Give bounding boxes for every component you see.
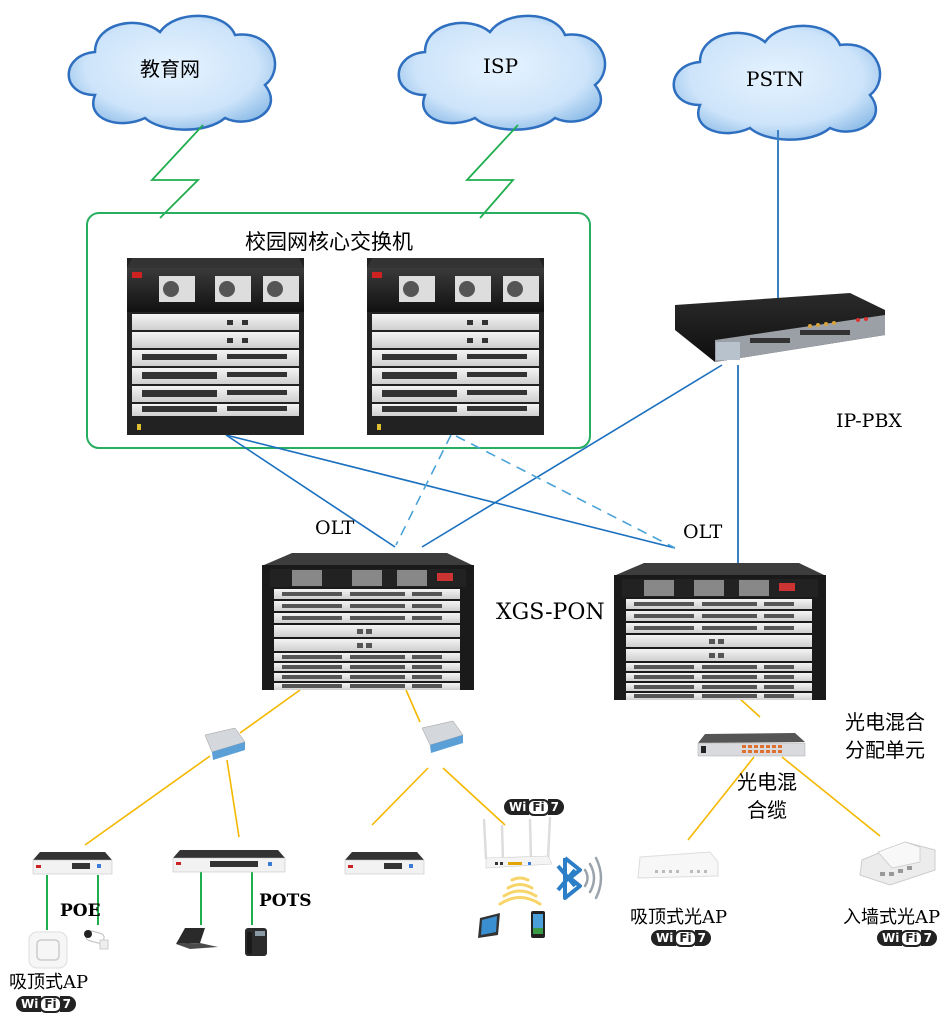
hybrid-distribution-unit[interactable] [697,733,806,757]
access-switch-1[interactable] [32,852,113,875]
optical-splitter-2[interactable] [421,720,464,753]
wifi7-badge-fi: Fi [39,995,62,1013]
core-switch-group-title: 校园网核心交换机 [245,230,413,254]
ip-pbx-label: IP-PBX [836,410,902,432]
hybrid-cable-ceiling-ap [687,756,755,841]
hybrid-cable-label-line2: 合缆 [747,798,787,822]
wifi7-badge-num: 7 [547,799,565,815]
optical-splitter-1[interactable] [204,727,246,760]
fiber-splitter1-switch2 [226,759,240,838]
cloud-pstn [672,24,882,141]
wifi7-badge-num: 7 [694,930,712,946]
fiber-splitter2-switch3 [371,767,429,826]
wifi7-badge-num: 7 [920,930,938,946]
cloud-isp [397,14,607,131]
xgs-pon-label: XGS-PON [496,600,605,625]
link-core1-olt-right [225,434,676,549]
wall-optical-ap-label: 入墙式光AP [843,907,941,928]
wifi7-badge-num: 7 [59,996,77,1012]
ceiling-optical-ap-device[interactable] [637,851,719,879]
link-core2-olt-left-backup [395,434,452,546]
hybrid-unit-label-line1: 光电混合 [845,710,925,734]
wifi7-router[interactable] [482,816,553,869]
olt-left-chassis[interactable] [262,553,474,690]
core-switch-group-border [86,212,591,449]
wifi7-badge-fi: Fi [527,798,550,816]
pots-label: POTS [259,891,312,911]
cloud-edu [67,14,277,131]
fiber-splitter1-switch1 [84,755,211,846]
tablet-device [478,913,500,938]
hybrid-unit-label: 光电混合 分配单元 [845,708,925,764]
link-edu-core [149,124,204,219]
olt-right-label: OLT [683,521,723,543]
fiber-olt-left-splitter1 [239,689,301,734]
hybrid-cable-wall-ap [781,756,881,837]
wifi7-badge-wi: Wi [504,799,530,815]
ceiling-ap-device[interactable] [28,931,68,969]
bluetooth-icon [556,856,603,900]
link-core2-olt-right-backup [455,435,676,549]
desk-phone-device [245,928,267,956]
wifi7-badge-fi: Fi [674,929,697,947]
wifi7-badge-wi: Wi [651,930,677,946]
wifi7-badge-wi: Wi [877,930,903,946]
smartphone-device [531,911,545,938]
olt-left-label: OLT [315,517,355,539]
link-core1-olt-left [225,434,396,548]
ceiling-optical-ap-label: 吸顶式光AP [630,907,728,928]
ip-camera-device[interactable] [84,930,109,950]
core-switch-1[interactable] [127,258,304,435]
laptop-device [176,928,218,949]
cloud-label-isp: ISP [483,54,519,78]
wifi7-badge-fi: Fi [900,929,923,947]
poe-label: POE [60,901,101,921]
ceiling-ap-label: 吸顶式AP [9,972,89,993]
cloud-label-edu: 教育网 [140,57,200,81]
wall-optical-ap-device[interactable] [859,841,936,886]
ip-pbx-device[interactable] [675,293,885,362]
hybrid-cable-label-line1: 光电混 [737,770,797,794]
link-isp-core [464,124,519,219]
fiber-olt-left-splitter2 [405,689,421,723]
core-switch-2[interactable] [367,258,544,435]
access-switch-3[interactable] [344,852,425,875]
wifi-signal-icon [498,876,542,906]
access-switch-2[interactable] [172,850,286,873]
link-pbx-olt-left [421,364,723,548]
cloud-label-pstn: PSTN [746,67,804,91]
hybrid-cable-label: 光电混 合缆 [737,768,797,824]
wifi7-badge-wi: Wi [16,996,42,1012]
fiber-splitter2-router [442,767,506,826]
olt-right-chassis[interactable] [614,563,826,700]
hybrid-unit-label-line2: 分配单元 [845,738,925,762]
